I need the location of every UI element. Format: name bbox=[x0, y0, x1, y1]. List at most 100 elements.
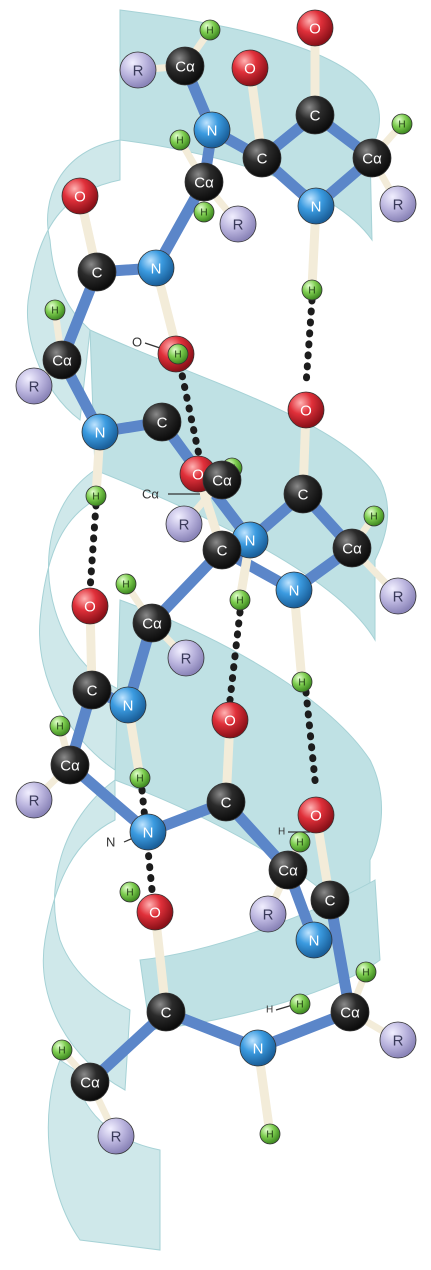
nitrogen-atom-label: N bbox=[95, 425, 106, 442]
side-chain-atom-label: R bbox=[181, 651, 192, 668]
oxygen-sphere bbox=[296, 9, 334, 47]
alpha-carbon-atom: Cα bbox=[165, 46, 205, 86]
oxygen-atom-label: O bbox=[192, 467, 204, 484]
hydrogen-sphere bbox=[301, 279, 323, 301]
nitrogen-sphere bbox=[275, 571, 313, 609]
side-chain-atom: R bbox=[379, 1021, 417, 1059]
side-chain-atom: R bbox=[165, 505, 203, 543]
side-chain-atom: R bbox=[249, 895, 287, 933]
hydrogen-atom-label: H bbox=[308, 286, 315, 297]
hydrogen-atom: H bbox=[391, 113, 413, 135]
hydrogen-atom-label: H bbox=[362, 968, 369, 979]
hydrogen-bond bbox=[302, 296, 316, 389]
hydrogen-atom: H bbox=[167, 343, 189, 365]
nitrogen-sphere bbox=[137, 249, 175, 287]
oxygen-sphere bbox=[61, 177, 99, 215]
hydrogen-atom-label: H bbox=[174, 350, 181, 361]
hydrogen-sphere bbox=[119, 881, 141, 903]
hydrogen-atom-label: H bbox=[136, 774, 143, 785]
hydrogen-sphere bbox=[291, 671, 313, 693]
carbon-atom-label: C bbox=[217, 543, 228, 560]
nitrogen-atom: N bbox=[193, 111, 231, 149]
hydrogen-atom: H bbox=[115, 573, 137, 595]
side-chain-sphere bbox=[15, 781, 53, 819]
hydrogen-sphere bbox=[229, 589, 251, 611]
carbon-atom: C bbox=[295, 95, 335, 135]
hydrogen-atom-label: H bbox=[176, 136, 183, 147]
carbon-sphere bbox=[242, 138, 282, 178]
carbon-atom: C bbox=[77, 252, 117, 292]
oxygen-atom: O bbox=[211, 701, 249, 739]
hydrogen-atom-label: H bbox=[56, 722, 63, 733]
ribbon-segment bbox=[119, 9, 380, 242]
oxygen-atom-label: O bbox=[300, 403, 312, 420]
side-chain-sphere bbox=[219, 205, 257, 243]
carbon-atom-label: C bbox=[325, 893, 336, 910]
nitrogen-sphere bbox=[109, 686, 147, 724]
hydrogen-sphere bbox=[289, 831, 311, 853]
hydrogen-pointer-label: H bbox=[278, 827, 285, 838]
oxygen-atom: O bbox=[297, 796, 335, 834]
side-chain-sphere bbox=[119, 51, 157, 89]
nitrogen-sphere bbox=[295, 921, 333, 959]
carbon-atom: C bbox=[146, 992, 186, 1032]
oxygen-atom-label: O bbox=[149, 905, 161, 922]
oxygen-atom: O bbox=[61, 177, 99, 215]
hydrogen-sphere bbox=[49, 715, 71, 737]
side-chain-sphere bbox=[167, 639, 205, 677]
carbon-sphere bbox=[72, 670, 112, 710]
hydrogen-atom-label: H bbox=[122, 580, 129, 591]
oxygen-atom: O bbox=[296, 9, 334, 47]
hydrogen-atom: H bbox=[229, 589, 251, 611]
side-chain-atom: R bbox=[379, 185, 417, 223]
atoms: RCαHOONCCCαHRHCαHRNHOCNHCαROHONCHOHCαRCH… bbox=[15, 9, 417, 1155]
hydrogen-sphere bbox=[44, 299, 66, 321]
oxygen-atom-label: O bbox=[224, 713, 236, 730]
hydrogen-atom-label: H bbox=[296, 838, 303, 849]
hydrogen-atom-label: H bbox=[58, 1046, 65, 1057]
carbon-sphere bbox=[146, 992, 186, 1032]
nitrogen-atom: N bbox=[295, 921, 333, 959]
oxygen-atom: O bbox=[287, 391, 325, 429]
side-chain-sphere bbox=[97, 1117, 135, 1155]
alpha-carbon-atom-label: Cα bbox=[194, 175, 214, 192]
alpha-carbon-sphere bbox=[184, 162, 224, 202]
hydrogen-atom: H bbox=[51, 1039, 73, 1061]
alpha-carbon-atom-label: Cα bbox=[340, 1005, 360, 1022]
nitrogen-atom: N bbox=[81, 413, 119, 451]
carbon-atom: C bbox=[142, 402, 182, 442]
hydrogen-atom-label: H bbox=[398, 120, 405, 131]
nitrogen-sphere bbox=[81, 413, 119, 451]
side-chain-sphere bbox=[379, 577, 417, 615]
hydrogen-sphere bbox=[51, 1039, 73, 1061]
side-chain-atom: R bbox=[167, 639, 205, 677]
side-chain-atom: R bbox=[379, 577, 417, 615]
hydrogen-atom-label: H bbox=[370, 512, 377, 523]
hydrogen-atom: H bbox=[44, 299, 66, 321]
oxygen-atom: O bbox=[231, 49, 269, 87]
hydrogen-atom-label: H bbox=[236, 596, 243, 607]
carbon-sphere bbox=[142, 402, 182, 442]
side-chain-atom: R bbox=[219, 205, 257, 243]
nitrogen-atom-label: N bbox=[123, 698, 134, 715]
hydrogen-sphere bbox=[115, 573, 137, 595]
nitrogen-atom: N bbox=[297, 187, 335, 225]
hydrogen-atom-label: H bbox=[266, 1130, 273, 1141]
hydrogen-atom: H bbox=[289, 993, 311, 1015]
nitrogen-atom: N bbox=[129, 813, 167, 851]
alpha-carbon-atom: Cα bbox=[332, 528, 372, 568]
alpha-carbon-atom-label: Cα bbox=[362, 151, 382, 168]
hydrogen-pointer-label: H bbox=[266, 1005, 273, 1016]
side-chain-sphere bbox=[249, 895, 287, 933]
alpha-carbon-atom: Cα bbox=[50, 745, 90, 785]
alpha-carbon-atom-label: Cα bbox=[60, 758, 80, 775]
hydrogen-atom: H bbox=[129, 767, 151, 789]
alpha-carbon-atom-label: Cα bbox=[80, 1075, 100, 1092]
nitrogen-atom-label: N bbox=[253, 1041, 264, 1058]
nitrogen-atom: N bbox=[275, 571, 313, 609]
hydrogen-sphere bbox=[289, 993, 311, 1015]
nitrogen-atom: N bbox=[137, 249, 175, 287]
side-chain-atom: R bbox=[15, 781, 53, 819]
nitrogen-sphere bbox=[239, 1029, 277, 1067]
hydrogen-atom-label: H bbox=[206, 26, 213, 37]
